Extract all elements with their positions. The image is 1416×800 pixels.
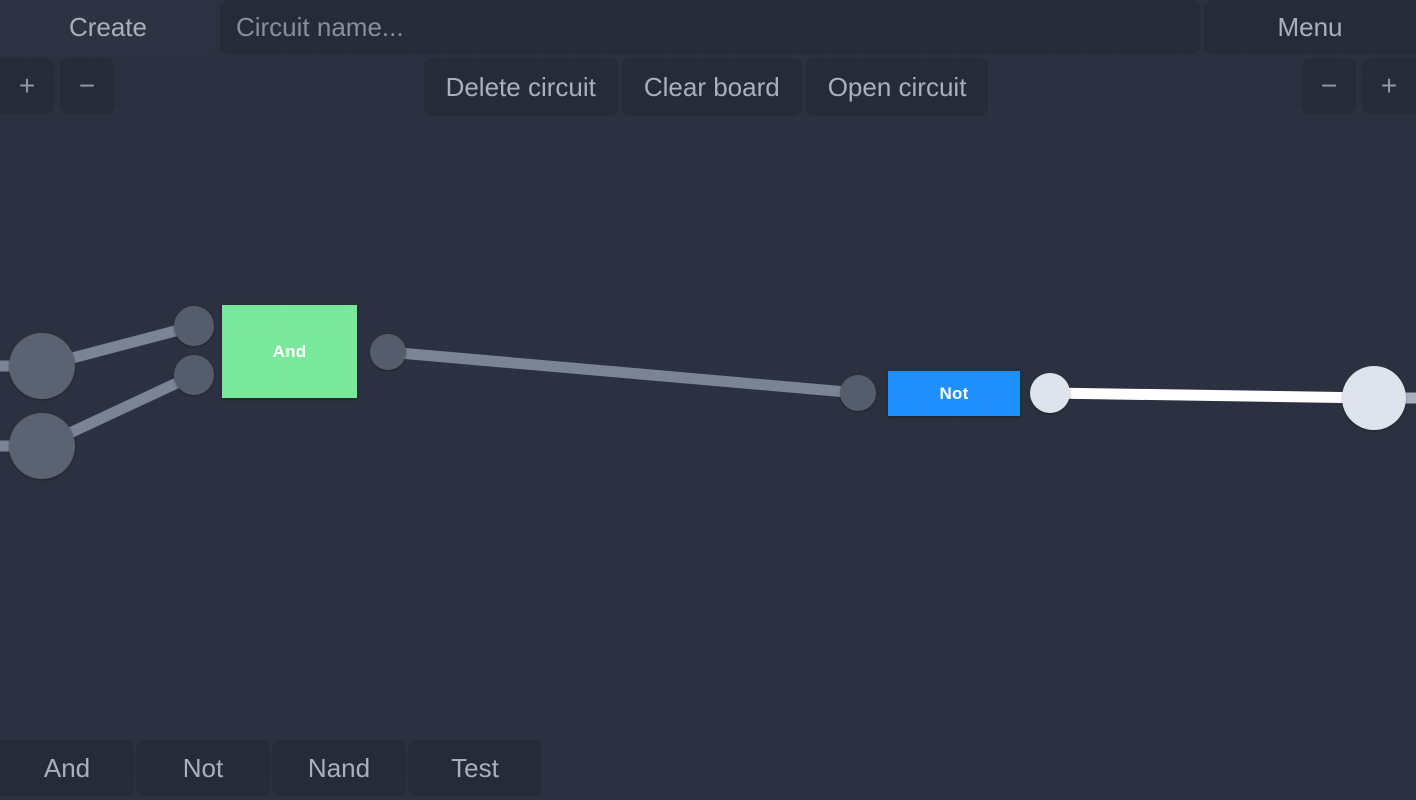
- zoom-in-button-left[interactable]: +: [0, 58, 54, 114]
- open-circuit-button[interactable]: Open circuit: [805, 58, 989, 116]
- not-output[interactable]: [1030, 373, 1070, 413]
- zoom-in-button-right[interactable]: +: [1362, 58, 1416, 114]
- create-button[interactable]: Create: [0, 0, 216, 54]
- board-gate-not[interactable]: Not: [888, 371, 1020, 416]
- zoom-out-button-right[interactable]: −: [1302, 58, 1356, 114]
- gate-palette-button-not[interactable]: Not: [136, 740, 270, 796]
- and-input-bottom[interactable]: [174, 355, 214, 395]
- clear-board-button[interactable]: Clear board: [621, 58, 802, 116]
- zoom-out-button-left[interactable]: −: [60, 58, 114, 114]
- wire-not-to-output[interactable]: [1049, 387, 1375, 404]
- menu-button[interactable]: Menu: [1203, 0, 1416, 54]
- delete-circuit-button[interactable]: Delete circuit: [423, 58, 618, 116]
- input-node-b[interactable]: [9, 413, 75, 479]
- board-gate-label: And: [272, 341, 307, 361]
- wire-and-to-not[interactable]: [387, 346, 859, 399]
- gate-palette-button-and[interactable]: And: [0, 740, 134, 796]
- and-output[interactable]: [370, 334, 406, 370]
- board-gate-label: Not: [939, 383, 969, 403]
- board-gate-and[interactable]: And: [222, 305, 357, 398]
- gate-palette-button-nand[interactable]: Nand: [272, 740, 406, 796]
- circuit-name-input[interactable]: [219, 0, 1200, 54]
- top-toolbar: Create Menu: [0, 0, 1416, 56]
- not-input[interactable]: [840, 375, 876, 411]
- input-node-a[interactable]: [9, 333, 75, 399]
- gate-palette-button-test[interactable]: Test: [408, 740, 542, 796]
- and-input-top[interactable]: [174, 306, 214, 346]
- circuit-output[interactable]: [1342, 366, 1406, 430]
